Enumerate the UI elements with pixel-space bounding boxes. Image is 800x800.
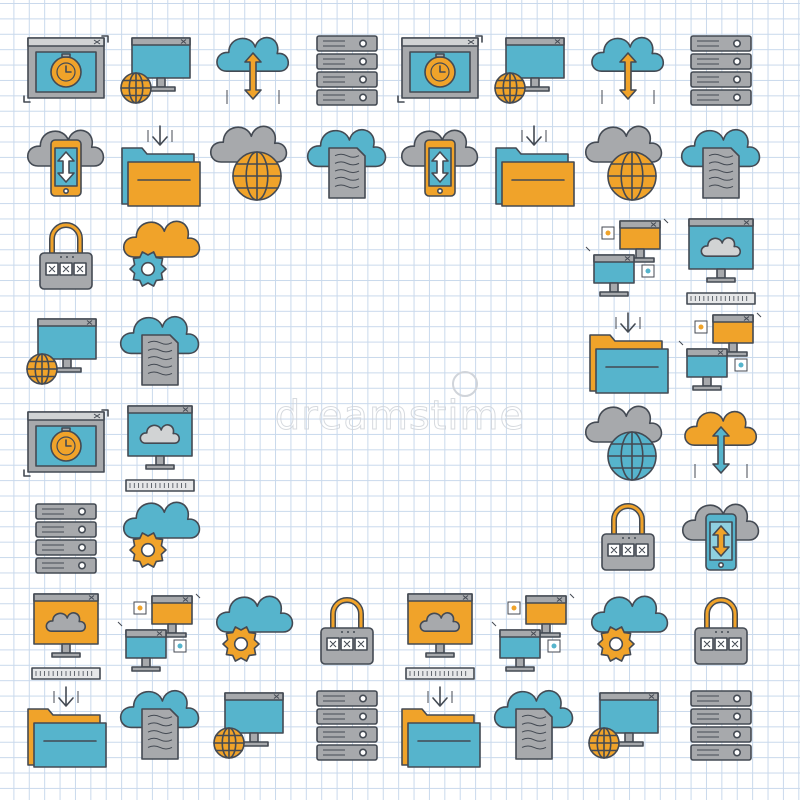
monitor-cloud-icon (112, 398, 208, 494)
folder-download-icon (580, 305, 676, 401)
folder-download-icon (486, 118, 582, 214)
cloud-document-icon (112, 679, 208, 775)
padlock-icon (673, 586, 769, 682)
folder-download-icon (112, 118, 208, 214)
cloud-phone-icon (673, 492, 769, 588)
server-rack-icon (18, 492, 114, 588)
network-computers-icon (112, 586, 208, 682)
cloud-gear-icon (205, 586, 301, 682)
browser-clock-icon (18, 24, 114, 120)
server-rack-icon (299, 24, 395, 120)
cloud-transfer-icon (580, 24, 676, 120)
padlock-icon (580, 492, 676, 588)
monitor-globe-icon (486, 24, 582, 120)
cloud-phone-icon (18, 118, 114, 214)
cloud-phone-icon (392, 118, 488, 214)
cloud-globe-icon (580, 118, 676, 214)
monitor-globe-icon (112, 24, 208, 120)
monitor-cloud-icon (392, 586, 488, 682)
cloud-gear-icon (112, 211, 208, 307)
monitor-globe-icon (580, 679, 676, 775)
network-computers-icon (673, 305, 769, 401)
cloud-transfer-icon (205, 24, 301, 120)
folder-download-icon (392, 679, 488, 775)
folder-download-icon (18, 679, 114, 775)
cloud-gear-icon (112, 492, 208, 588)
padlock-icon (18, 211, 114, 307)
padlock-icon (299, 586, 395, 682)
cloud-document-icon (299, 118, 395, 214)
browser-clock-icon (18, 398, 114, 494)
monitor-globe-icon (18, 305, 114, 401)
cloud-gear-icon (580, 586, 676, 682)
watermark: dreamstime (230, 371, 570, 445)
monitor-cloud-icon (673, 211, 769, 307)
network-computers-icon (486, 586, 582, 682)
cloud-document-icon (112, 305, 208, 401)
monitor-cloud-icon (18, 586, 114, 682)
server-rack-icon (299, 679, 395, 775)
watermark-logo (452, 371, 478, 397)
server-rack-icon (673, 679, 769, 775)
cloud-transfer-icon (673, 398, 769, 494)
watermark-text: dreamstime (274, 393, 526, 440)
cloud-document-icon (486, 679, 582, 775)
cloud-globe-icon (205, 118, 301, 214)
network-computers-icon (580, 211, 676, 307)
browser-clock-icon (392, 24, 488, 120)
cloud-document-icon (673, 118, 769, 214)
monitor-globe-icon (205, 679, 301, 775)
cloud-globe-icon (580, 398, 676, 494)
server-rack-icon (673, 24, 769, 120)
